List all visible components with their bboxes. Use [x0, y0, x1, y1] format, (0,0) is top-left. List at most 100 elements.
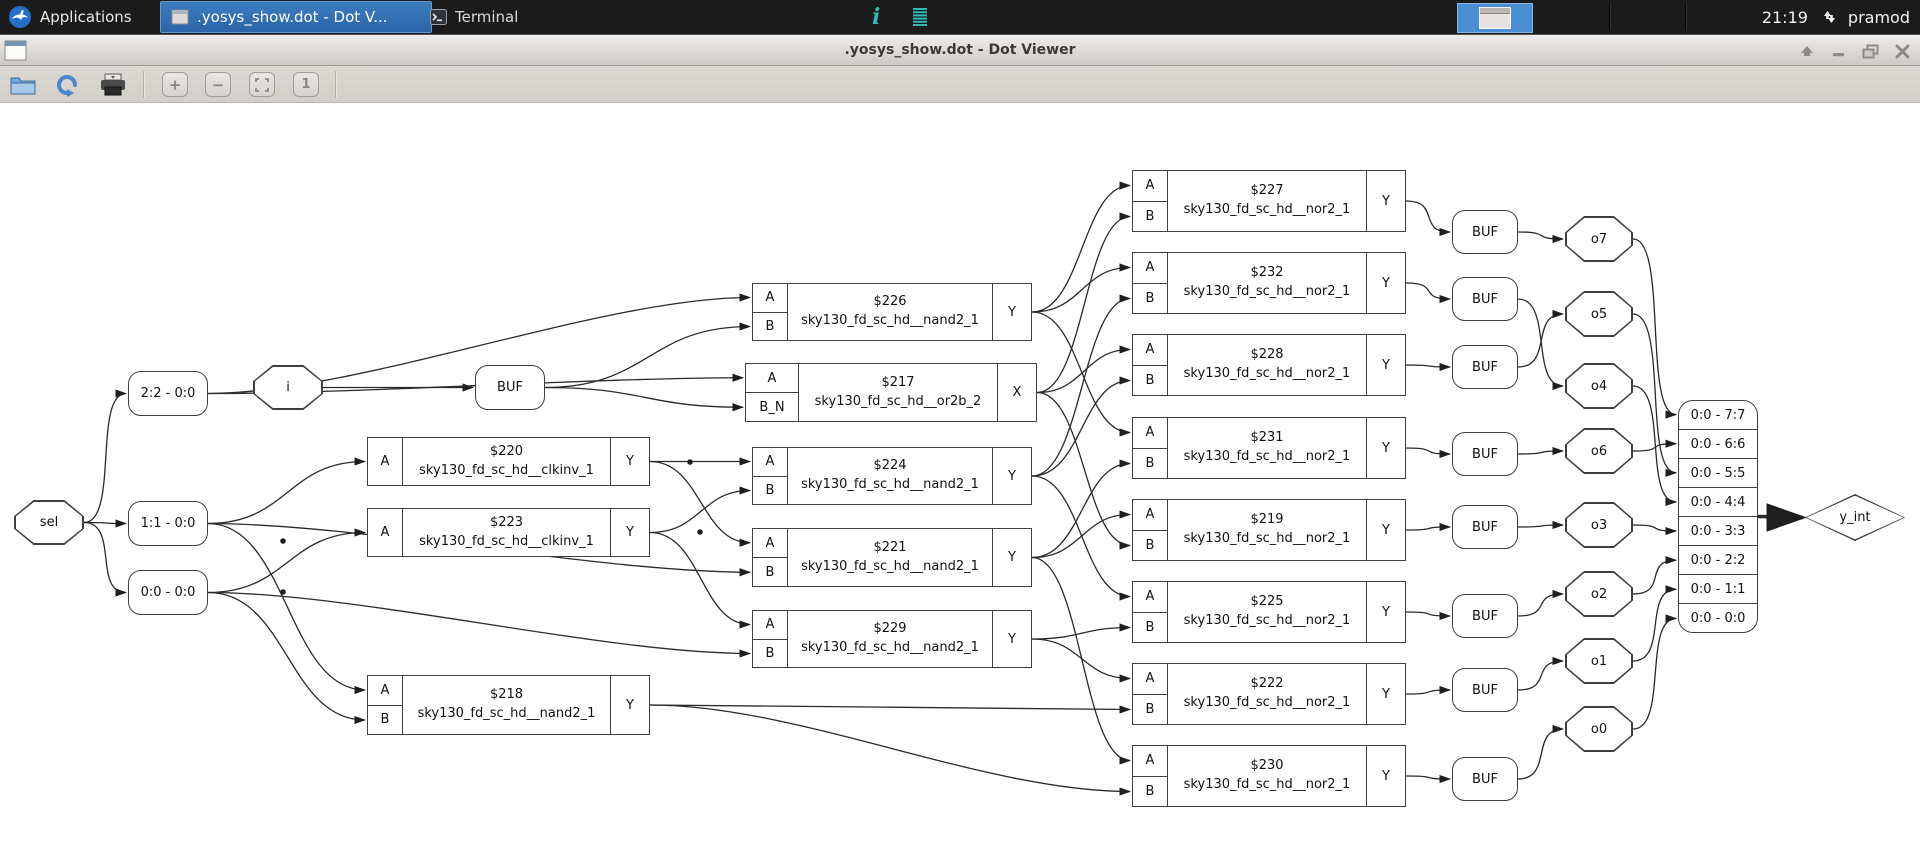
titlebar[interactable]: .yosys_show.dot - Dot Viewer	[0, 34, 1920, 66]
panel-separator	[1609, 4, 1611, 30]
tray-list-icon[interactable]	[912, 0, 928, 34]
port-Y: Y	[1366, 664, 1405, 724]
applications-label: Applications	[40, 8, 132, 26]
zoom-100-button[interactable]: 1	[293, 72, 319, 97]
clock[interactable]: 21:19	[1761, 7, 1808, 27]
minimize-button[interactable]	[1831, 44, 1846, 58]
port-Y: Y	[992, 611, 1031, 667]
node-sel: sel	[14, 500, 84, 545]
port-A: A	[1145, 260, 1155, 276]
port-B: B	[753, 311, 787, 341]
maximize-button[interactable]	[1862, 44, 1879, 59]
node-b4: BUF	[1452, 432, 1518, 476]
port-Y: Y	[992, 529, 1031, 586]
stack-row: 0:0 - 2:2	[1679, 545, 1757, 574]
port-A: A	[1145, 507, 1155, 523]
node-o6: o6	[1565, 428, 1633, 474]
node-o2: o2	[1565, 571, 1633, 617]
tray-info-icon[interactable]: i	[872, 4, 881, 30]
port-B: B	[1133, 529, 1167, 561]
close-button[interactable]	[1895, 44, 1910, 59]
node-i: i	[253, 365, 323, 410]
zoom-fit-button[interactable]	[249, 72, 275, 97]
zoom-out-button[interactable]: −	[205, 72, 231, 97]
port-B: B	[1133, 282, 1167, 314]
xfce-panel: Applications .yosys_show.dot - Dot V... …	[0, 0, 1920, 34]
node-b8: BUF	[1452, 757, 1518, 801]
port-A: A	[1145, 178, 1155, 194]
taskbar-button-dot-viewer[interactable]: .yosys_show.dot - Dot V...	[160, 1, 432, 33]
node-b6: BUF	[1452, 594, 1518, 638]
refresh-icon	[57, 74, 77, 97]
port-A: A	[765, 290, 775, 306]
taskbar-button-terminal[interactable]: Terminal	[420, 0, 590, 34]
shade-button[interactable]	[1799, 44, 1815, 58]
zoom-in-button[interactable]: +	[162, 72, 188, 97]
port-B: B	[1133, 775, 1167, 807]
port-Y: Y	[610, 509, 649, 556]
print-button[interactable]	[98, 70, 128, 99]
workspace-switcher[interactable]	[1457, 3, 1533, 33]
port-A: A	[380, 525, 390, 540]
port-B: B	[1133, 364, 1167, 396]
updown-arrows-icon[interactable]	[1818, 7, 1838, 27]
node-b3: BUF	[1452, 345, 1518, 389]
port-Y: Y	[1366, 335, 1405, 395]
node-b7: BUF	[1452, 668, 1518, 712]
toolbar: + − 1	[0, 66, 1920, 164]
port-A: A	[767, 370, 777, 386]
port-A: A	[380, 682, 390, 698]
port-B: B	[1133, 200, 1167, 232]
port-Y: Y	[1366, 418, 1405, 478]
port-Y: Y	[1366, 171, 1405, 231]
terminal-icon	[430, 9, 447, 25]
applications-menu[interactable]: Applications	[0, 0, 146, 34]
task-label: Terminal	[455, 8, 519, 26]
stack-row: 0:0 - 7:7	[1690, 407, 1746, 423]
port-A: A	[380, 454, 390, 469]
port-Y: Y	[1366, 746, 1405, 806]
port-B_N: B_N	[746, 392, 798, 421]
port-X: X	[997, 364, 1036, 421]
node-r00: 0:0 - 0:0	[128, 570, 208, 615]
port-Y: Y	[992, 284, 1031, 340]
port-A: A	[1145, 425, 1155, 441]
port-A: A	[765, 454, 775, 470]
port-B: B	[753, 475, 787, 505]
node-r11: 1:1 - 0:0	[128, 501, 208, 546]
node-yint: y_int	[1805, 494, 1905, 541]
open-file-button[interactable]	[8, 70, 38, 99]
port-Y: Y	[1366, 500, 1405, 560]
port-B: B	[368, 704, 402, 735]
node-o1: o1	[1565, 638, 1633, 684]
reload-button[interactable]	[52, 70, 82, 99]
port-A: A	[1145, 753, 1155, 769]
panel-separator	[1685, 4, 1687, 30]
printer-icon	[101, 73, 125, 95]
window-title: .yosys_show.dot - Dot Viewer	[844, 42, 1076, 58]
stack-row: 0:0 - 4:4	[1679, 487, 1757, 516]
node-b2: BUF	[1452, 277, 1518, 321]
port-Y: Y	[610, 438, 649, 485]
port-A: A	[1145, 589, 1155, 605]
window-icon	[171, 9, 189, 25]
port-B: B	[753, 638, 787, 668]
task-label: .yosys_show.dot - Dot V...	[197, 8, 388, 26]
stacked-bars-icon	[913, 8, 927, 26]
node-o3: o3	[1565, 502, 1633, 548]
user-menu[interactable]: pramod	[1847, 7, 1910, 27]
port-Y: Y	[992, 448, 1031, 504]
